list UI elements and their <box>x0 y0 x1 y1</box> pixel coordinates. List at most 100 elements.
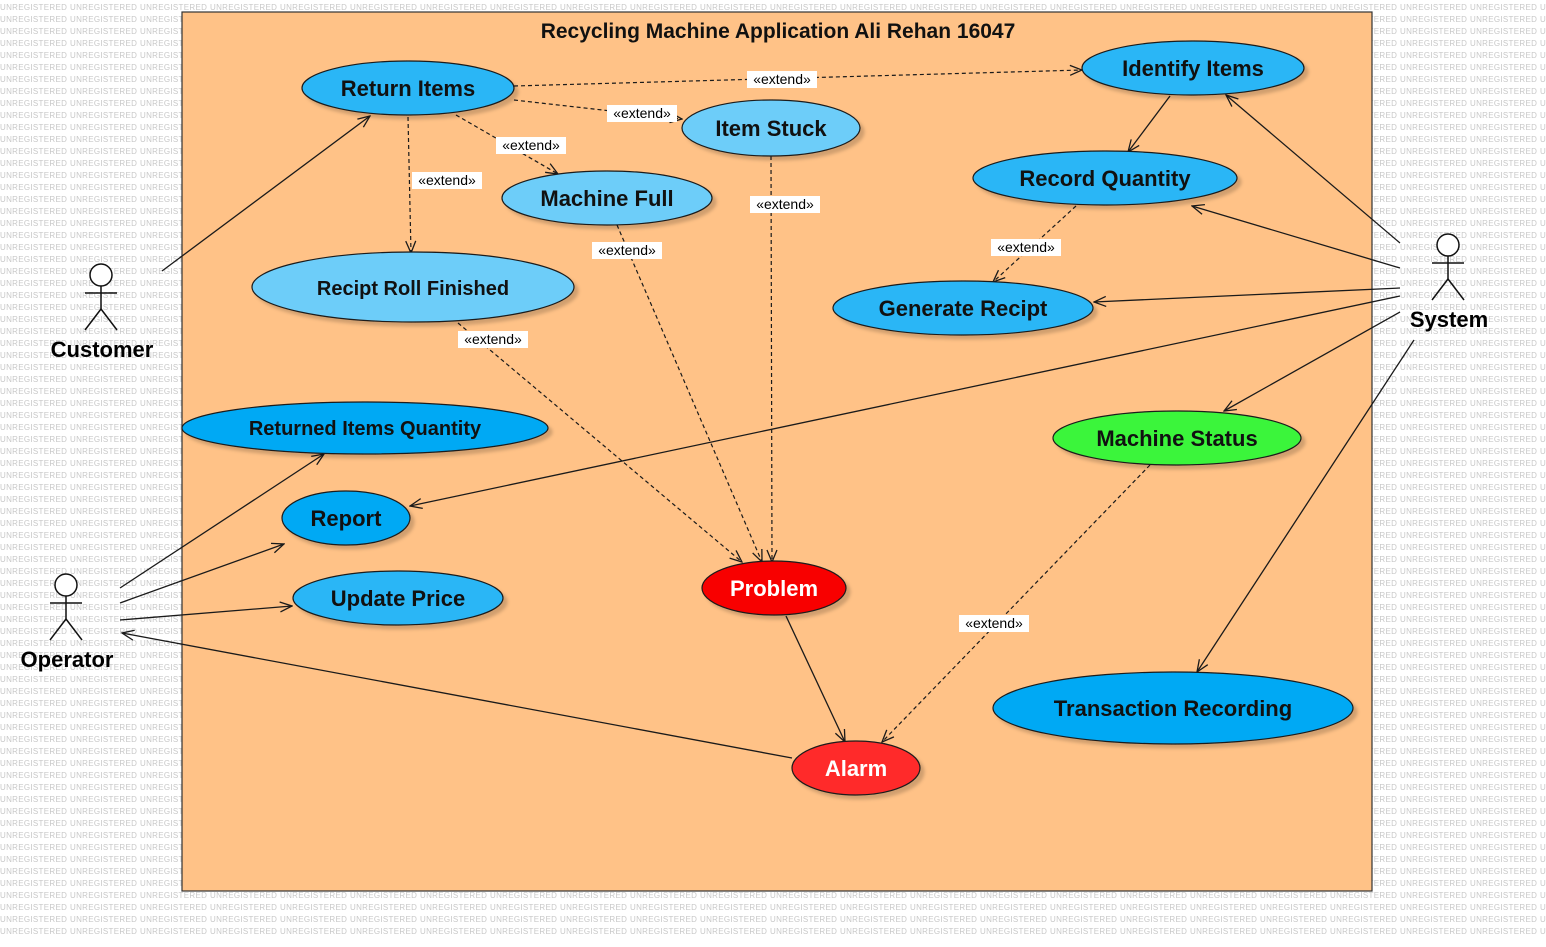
watermark-text: UNREGISTERED <box>1540 3 1546 12</box>
watermark-text: UNREGISTERED <box>1470 483 1537 492</box>
watermark-text: UNREGISTERED <box>1470 435 1537 444</box>
extend-label-recipt-roll-problem: «extend» <box>458 331 528 348</box>
actor-customer[interactable] <box>84 263 118 331</box>
use-case-label: Identify Items <box>1122 56 1264 81</box>
watermark-text: UNREGISTERED <box>1470 927 1537 936</box>
watermark-text: UNREGISTERED <box>140 363 207 372</box>
watermark-text: UNREGISTERED <box>1470 459 1537 468</box>
watermark-text: UNREGISTERED <box>1400 183 1467 192</box>
watermark-text: UNREGISTERED <box>1470 867 1537 876</box>
watermark-text: UNREGISTERED <box>770 915 837 924</box>
watermark-text: UNREGISTERED <box>1400 903 1467 912</box>
watermark-text: UNREGISTERED <box>70 915 137 924</box>
watermark-text: UNREGISTERED <box>1540 183 1546 192</box>
use-case-problem[interactable]: Problem <box>701 560 847 616</box>
use-case-machine-full[interactable]: Machine Full <box>501 170 713 226</box>
watermark-text: UNREGISTERED <box>840 891 907 900</box>
watermark-text: UNREGISTERED <box>140 459 207 468</box>
use-case-return-items[interactable]: Return Items <box>301 60 515 116</box>
use-case-report[interactable]: Report <box>281 490 411 546</box>
watermark-text: UNREGISTERED <box>140 807 207 816</box>
watermark-text: UNREGISTERED <box>70 51 137 60</box>
watermark-text: UNREGISTERED <box>770 3 837 12</box>
watermark-text: UNREGISTERED <box>70 879 137 888</box>
watermark-text: UNREGISTERED <box>1540 111 1546 120</box>
watermark-text: UNREGISTERED <box>140 915 207 924</box>
watermark-text: UNREGISTERED <box>1540 699 1546 708</box>
watermark-text: UNREGISTERED <box>1540 627 1546 636</box>
watermark-text: UNREGISTERED <box>980 927 1047 936</box>
watermark-text: UNREGISTERED <box>140 231 207 240</box>
watermark-text: UNREGISTERED <box>1400 327 1467 336</box>
watermark-text: UNREGISTERED <box>70 39 137 48</box>
watermark-text: UNREGISTERED <box>70 219 137 228</box>
watermark-text: UNREGISTERED <box>0 123 67 132</box>
watermark-text: UNREGISTERED <box>70 147 137 156</box>
use-case-label: Problem <box>730 576 818 601</box>
association-system-report <box>410 295 1401 506</box>
watermark-text: UNREGISTERED <box>1400 411 1467 420</box>
extend-label-return-machine-full: «extend» <box>496 137 566 154</box>
watermark-text: UNREGISTERED <box>1470 759 1537 768</box>
watermark-text: UNREGISTERED <box>1400 339 1467 348</box>
watermark-text: UNREGISTERED <box>0 195 67 204</box>
use-case-machine-status[interactable]: Machine Status <box>1052 410 1302 466</box>
watermark-text: UNREGISTERED <box>0 3 67 12</box>
watermark-text: UNREGISTERED <box>70 711 137 720</box>
watermark-text: UNREGISTERED <box>280 891 347 900</box>
watermark-text: UNREGISTERED <box>70 171 137 180</box>
watermark-text: UNREGISTERED <box>140 207 207 216</box>
extend-label-text: «extend» <box>753 71 811 87</box>
watermark-text: UNREGISTERED <box>70 831 137 840</box>
use-case-update-price[interactable]: Update Price <box>292 570 504 626</box>
watermark-text: UNREGISTERED <box>1540 831 1546 840</box>
watermark-text: UNREGISTERED <box>140 279 207 288</box>
watermark-text: UNREGISTERED <box>1470 3 1537 12</box>
watermark-text: UNREGISTERED <box>0 303 67 312</box>
watermark-text: UNREGISTERED <box>1470 603 1537 612</box>
watermark-text: UNREGISTERED <box>1540 411 1546 420</box>
watermark-text: UNREGISTERED <box>1540 603 1546 612</box>
watermark-text: UNREGISTERED <box>1400 735 1467 744</box>
watermark-text: UNREGISTERED <box>0 807 67 816</box>
watermark-text: UNREGISTERED <box>630 915 697 924</box>
use-case-record-quantity[interactable]: Record Quantity <box>972 150 1238 206</box>
watermark-text: UNREGISTERED <box>1470 783 1537 792</box>
watermark-text: UNREGISTERED <box>140 339 207 348</box>
use-case-generate-recipt[interactable]: Generate Recipt <box>832 280 1094 336</box>
actor-system[interactable] <box>1431 233 1465 301</box>
watermark-text: UNREGISTERED <box>0 579 67 588</box>
watermark-text: UNREGISTERED <box>1540 711 1546 720</box>
use-case-returned-items-quantity[interactable]: Returned Items Quantity <box>181 401 549 455</box>
watermark-text: UNREGISTERED <box>1470 15 1537 24</box>
watermark-text: UNREGISTERED <box>1540 423 1546 432</box>
watermark-text: UNREGISTERED <box>1330 891 1397 900</box>
watermark-text: UNREGISTERED <box>0 843 67 852</box>
actor-operator[interactable] <box>49 573 83 641</box>
use-case-alarm[interactable]: Alarm <box>791 740 921 796</box>
extend-label-status-alarm: «extend» <box>959 615 1029 632</box>
watermark-text: UNREGISTERED <box>700 903 767 912</box>
watermark-text: UNREGISTERED <box>1540 759 1546 768</box>
watermark-text: UNREGISTERED <box>1330 915 1397 924</box>
use-case-item-stuck[interactable]: Item Stuck <box>681 99 861 157</box>
use-case-transaction-recording[interactable]: Transaction Recording <box>992 671 1354 745</box>
watermark-text: UNREGISTERED <box>0 15 67 24</box>
watermark-text: UNREGISTERED <box>1470 687 1537 696</box>
diagram-title: Recycling Machine Application Ali Rehan … <box>541 20 1016 43</box>
watermark-text: UNREGISTERED <box>1400 639 1467 648</box>
watermark-text: UNREGISTERED <box>280 903 347 912</box>
watermark-text: UNREGISTERED <box>0 603 67 612</box>
watermark-text: UNREGISTERED <box>1400 699 1467 708</box>
use-case-identify-items[interactable]: Identify Items <box>1081 40 1305 96</box>
watermark-text: UNREGISTERED <box>490 3 557 12</box>
watermark-text: UNREGISTERED <box>0 759 67 768</box>
watermark-text: UNREGISTERED <box>0 147 67 156</box>
watermark-text: UNREGISTERED <box>1540 207 1546 216</box>
use-case-recipt-roll-finished[interactable]: Recipt Roll Finished <box>251 251 575 323</box>
watermark-text: UNREGISTERED <box>350 915 417 924</box>
watermark-text: UNREGISTERED <box>1540 495 1546 504</box>
watermark-text: UNREGISTERED <box>140 723 207 732</box>
watermark-text: UNREGISTERED <box>1120 915 1187 924</box>
